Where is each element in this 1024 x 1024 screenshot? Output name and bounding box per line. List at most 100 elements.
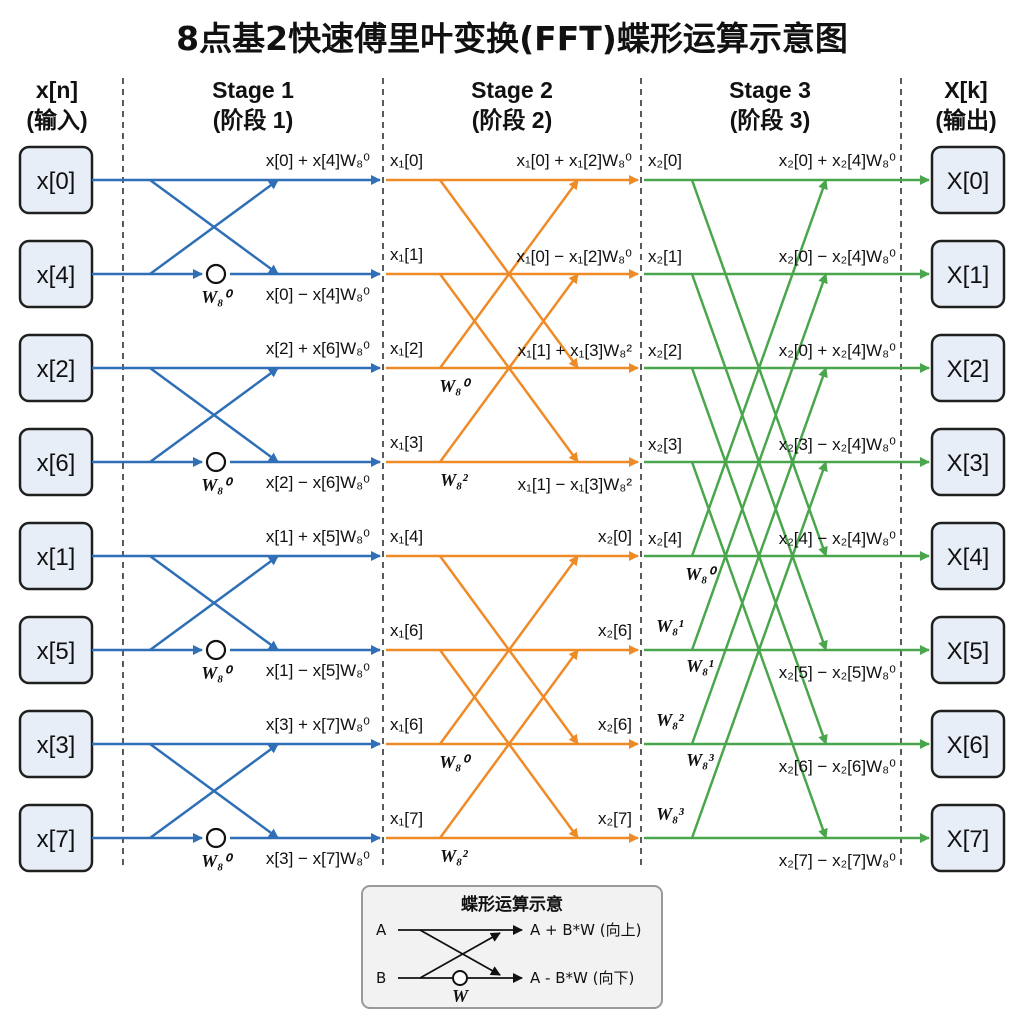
stage1-flowgraph <box>92 175 381 843</box>
stage2-input-3: x₁[3] <box>390 433 423 452</box>
output-label-7: X[7] <box>947 826 990 853</box>
stage3-input-3: x₂[3] <box>648 435 682 454</box>
stage3-twiddle-0: W₈⁰ <box>685 564 717 584</box>
input-box-2: x[2] <box>18 333 94 403</box>
stage2-header-line2: (阶段 2) <box>472 107 553 133</box>
stage1-result-2: x[2] + x[6]W₈⁰ <box>266 339 370 358</box>
stage1-multiply-nodes <box>205 263 227 849</box>
input-box-7: x[7] <box>18 803 94 873</box>
stage3-cross-up-1 <box>690 273 828 651</box>
stage1-twiddle-3: W₈⁰ <box>201 851 233 871</box>
legend-butterfly-lines <box>398 925 523 983</box>
stage3-input-4: x₂[4] <box>648 529 682 548</box>
stage1-twiddle-0: W₈⁰ <box>201 287 233 307</box>
stage1-result-7: x[3] − x[7]W₈⁰ <box>266 849 370 868</box>
stage2-input-1: x₁[1] <box>390 245 423 264</box>
stage3-flowgraph <box>644 175 930 843</box>
output-box-0: X[0] <box>930 145 1006 215</box>
output-label-5: X[5] <box>947 638 990 665</box>
output-box-5: X[5] <box>930 615 1006 685</box>
output-box-6: X[6] <box>930 709 1006 779</box>
stage3-twiddle-1: W₈¹ <box>656 616 684 636</box>
stage2-output-5: x₂[6] <box>598 621 632 640</box>
stage3-input-2: x₂[2] <box>648 341 682 360</box>
multiply-node <box>205 263 227 285</box>
legend-cross-down <box>419 929 501 976</box>
stage2-input-2: x₁[2] <box>390 339 423 358</box>
diagram-title: 8点基2快速傅里叶变换(FFT)蝶形运算示意图 <box>176 19 848 58</box>
stage2-input-labels: x₁[0] x₁[1] x₁[2] x₁[3] x₁[4] x₁[6] x₁[6… <box>390 151 423 828</box>
stage3-cross-up-3 <box>690 461 828 839</box>
stage2-output-6: x₂[6] <box>598 715 632 734</box>
input-header-line2: (输入) <box>26 107 87 133</box>
stage3-twiddle-4: W₈³ <box>686 750 714 770</box>
stage3-result-0: x₂[0] + x₂[4]W₈⁰ <box>779 151 896 170</box>
legend-multiply-node <box>452 970 468 986</box>
stage3-twiddle-5: W₈³ <box>656 804 684 824</box>
multiply-node <box>205 451 227 473</box>
input-boxes: x[0] x[4] x[2] x[6] x[1] x[5] x[3] x[7] <box>18 145 94 873</box>
stage3-result-1: x₂[0] − x₂[4]W₈⁰ <box>779 247 896 266</box>
input-header-line1: x[n] <box>36 77 78 103</box>
stage1-result-0: x[0] + x[4]W₈⁰ <box>266 151 370 170</box>
input-label-6: x[3] <box>37 732 76 759</box>
input-label-0: x[0] <box>37 168 76 195</box>
stage3-result-4: x₂[4] − x₂[4]W₈⁰ <box>779 529 896 548</box>
input-label-4: x[1] <box>37 544 76 571</box>
stage1-result-6: x[3] + x[7]W₈⁰ <box>266 715 370 734</box>
input-label-2: x[2] <box>37 356 76 383</box>
legend-b-label: B <box>376 969 386 987</box>
output-label-3: X[3] <box>947 450 990 477</box>
output-label-4: X[4] <box>947 544 990 571</box>
stage2-twiddle-2: W₈⁰ <box>439 752 471 772</box>
stage1-cross-up-2 <box>149 554 279 652</box>
stage3-header-line1: Stage 3 <box>729 77 811 103</box>
input-box-0: x[0] <box>18 145 94 215</box>
stage3-cross-up-0 <box>690 179 828 557</box>
stage3-input-0: x₂[0] <box>648 151 682 170</box>
input-box-6: x[3] <box>18 709 94 779</box>
input-box-1: x[4] <box>18 239 94 309</box>
stage1-cross-up-3 <box>149 742 279 840</box>
legend-a-label: A <box>376 921 387 939</box>
stage2-input-6: x₁[6] <box>390 715 423 734</box>
stage3-twiddle-labels: W₈⁰ W₈¹ W₈¹ W₈² W₈³ W₈³ <box>656 564 717 824</box>
output-box-1: X[1] <box>930 239 1006 309</box>
stage2-twiddle-labels: W₈⁰ W₈² W₈⁰ W₈² <box>439 376 471 866</box>
stage3-result-3: x₂[3] − x₂[4]W₈⁰ <box>779 435 896 454</box>
output-box-4: X[4] <box>930 521 1006 591</box>
stage1-twiddle-labels: W₈⁰ W₈⁰ W₈⁰ W₈⁰ <box>201 287 233 871</box>
legend-top-output: A + B*W (向上) <box>530 921 641 939</box>
multiply-node <box>205 827 227 849</box>
output-boxes: X[0] X[1] X[2] X[3] X[4] X[5] X[6] X[7] <box>930 145 1006 873</box>
stage2-input-7: x₁[7] <box>390 809 423 828</box>
stage3-result-6: x₂[6] − x₂[6]W₈⁰ <box>779 757 896 776</box>
stage2-twiddle-3: W₈² <box>440 846 468 866</box>
stage1-twiddle-1: W₈⁰ <box>201 475 233 495</box>
stage2-output-labels: x₁[0] + x₁[2]W₈⁰ x₁[0] − x₁[2]W₈⁰ x₁[1] … <box>516 151 632 828</box>
stage2-output-3: x₁[1] − x₁[3]W₈² <box>518 475 633 494</box>
output-box-3: X[3] <box>930 427 1006 497</box>
stage-separators <box>122 78 902 870</box>
stage2-input-0: x₁[0] <box>390 151 423 170</box>
stage2-input-4: x₁[4] <box>390 527 423 546</box>
output-label-0: X[0] <box>947 168 990 195</box>
stage2-output-4: x₂[0] <box>598 527 632 546</box>
stage2-cross-up-2 <box>438 555 580 745</box>
legend-w-label: W <box>452 986 470 1006</box>
stage2-twiddle-1: W₈² <box>440 470 468 490</box>
legend-title: 蝶形运算示意 <box>461 894 563 915</box>
stage2-cross-up-1 <box>438 273 580 463</box>
stage1-result-3: x[2] − x[6]W₈⁰ <box>266 473 370 492</box>
stage2-cross-up-3 <box>438 649 580 839</box>
legend-cross-up <box>419 932 501 979</box>
output-box-7: X[7] <box>930 803 1006 873</box>
stage2-output-2: x₁[1] + x₁[3]W₈² <box>518 341 633 360</box>
output-box-2: X[2] <box>930 333 1006 403</box>
stage1-twiddle-2: W₈⁰ <box>201 663 233 683</box>
stage3-result-labels: x₂[0] + x₂[4]W₈⁰ x₂[0] − x₂[4]W₈⁰ x₂[0] … <box>779 151 896 870</box>
stage1-cross-up-0 <box>149 178 279 276</box>
stage2-output-0: x₁[0] + x₁[2]W₈⁰ <box>516 151 632 170</box>
stage3-result-7: x₂[7] − x₂[7]W₈⁰ <box>779 851 896 870</box>
